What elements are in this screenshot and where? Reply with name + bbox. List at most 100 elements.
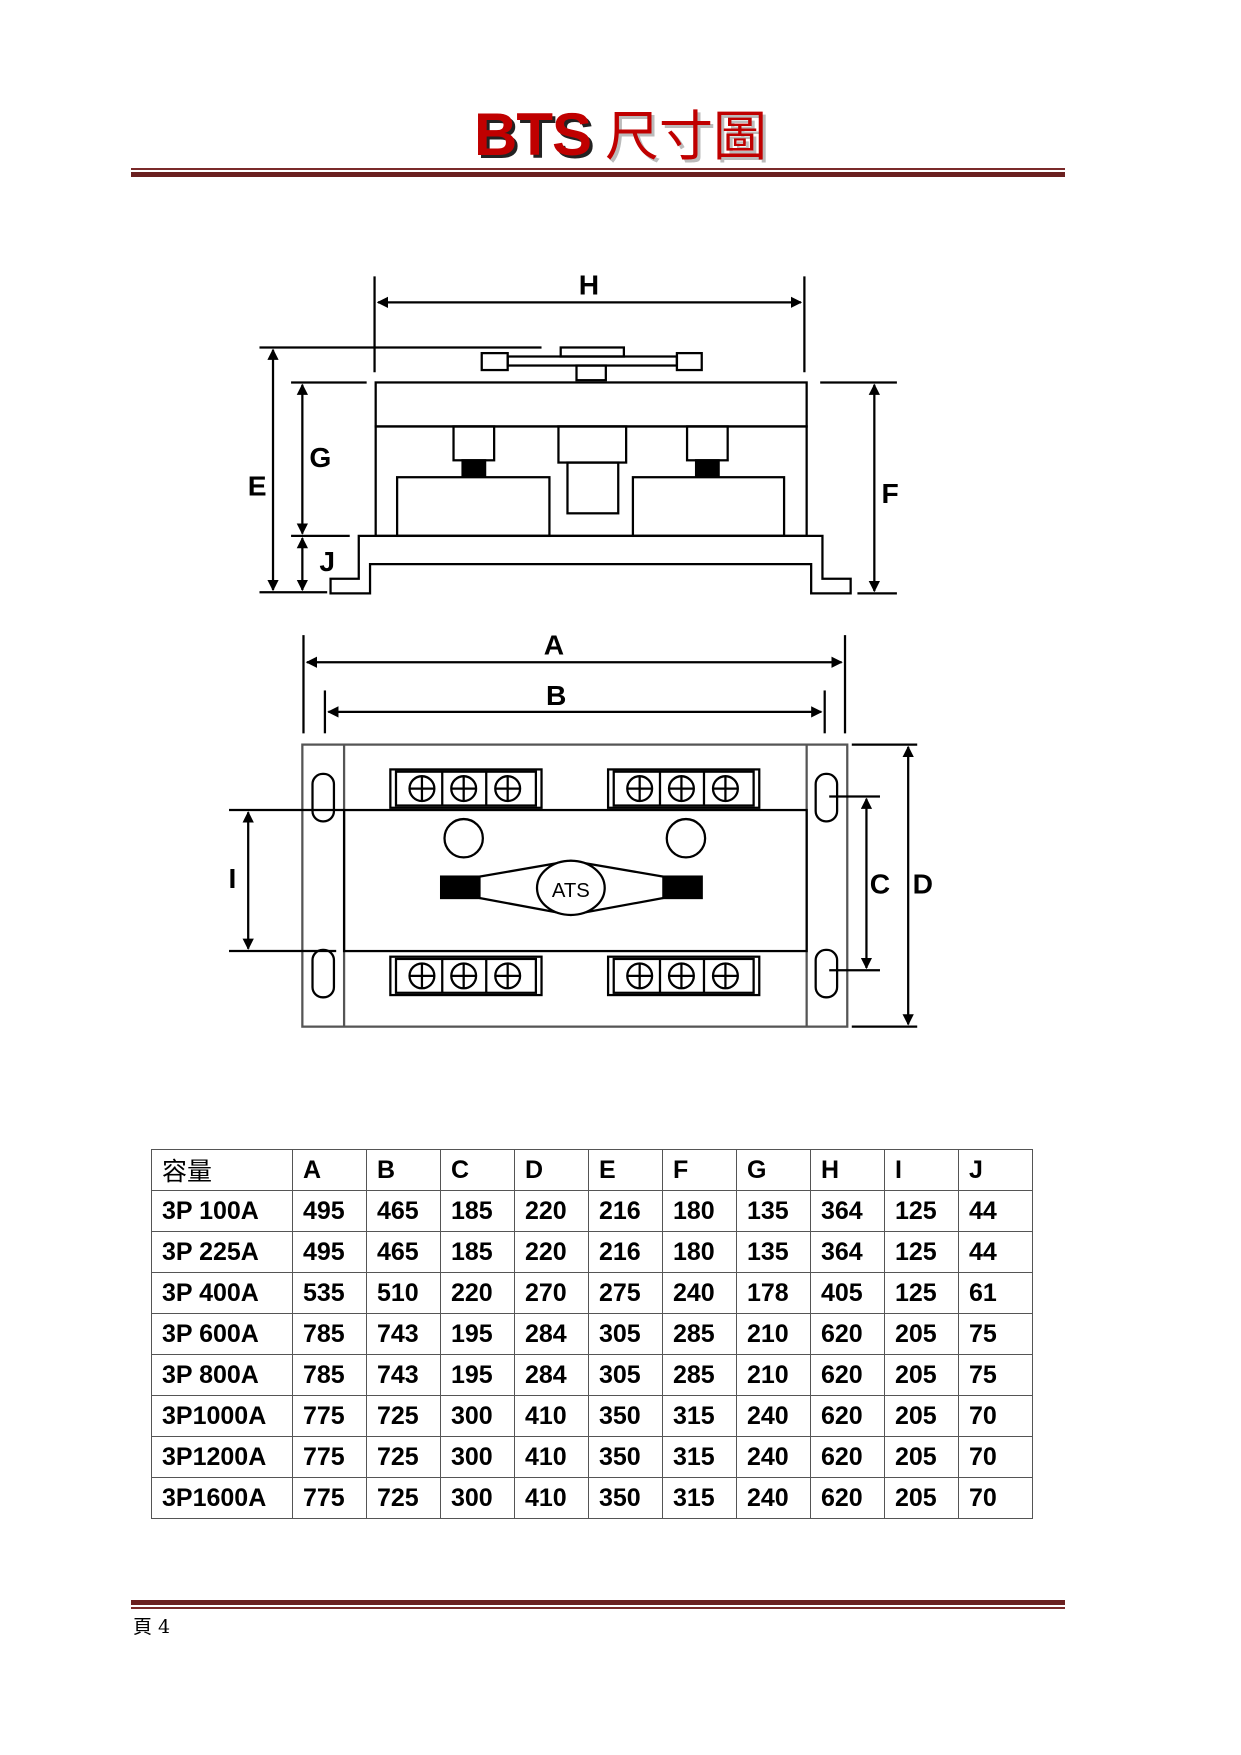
title-en: BTS	[474, 101, 592, 168]
table-cell: 185	[440, 1231, 515, 1273]
table-header-cell: J	[958, 1149, 1033, 1191]
table-cell: 220	[440, 1272, 515, 1314]
table-cell: 3P 225A	[151, 1231, 293, 1273]
table-cell: 305	[588, 1354, 663, 1396]
table-cell: 240	[736, 1395, 811, 1437]
table-cell: 410	[514, 1436, 589, 1478]
table-cell: 210	[736, 1313, 811, 1355]
table-cell: 3P 100A	[151, 1190, 293, 1232]
table-cell: 300	[440, 1395, 515, 1437]
label-b: B	[546, 679, 566, 711]
label-g: G	[309, 441, 331, 473]
table-cell: 44	[958, 1190, 1033, 1232]
ats-label: ATS	[552, 880, 590, 902]
table-cell: 195	[440, 1313, 515, 1355]
table-cell: 300	[440, 1436, 515, 1478]
header-rule	[131, 168, 1065, 177]
table-cell: 285	[662, 1313, 737, 1355]
table-cell: 270	[514, 1272, 589, 1314]
table-cell: 125	[884, 1231, 959, 1273]
table-cell: 3P 800A	[151, 1354, 293, 1396]
table-cell: 70	[958, 1477, 1033, 1519]
table-cell: 350	[588, 1436, 663, 1478]
table-cell: 240	[736, 1477, 811, 1519]
table-cell: 305	[588, 1313, 663, 1355]
label-f: F	[882, 477, 899, 509]
table-cell: 70	[958, 1436, 1033, 1478]
table-cell: 75	[958, 1354, 1033, 1396]
table-header-cell: D	[514, 1149, 589, 1191]
table-cell: 216	[588, 1231, 663, 1273]
table-cell: 300	[440, 1477, 515, 1519]
table-cell: 405	[810, 1272, 885, 1314]
table-cell: 205	[884, 1354, 959, 1396]
table-cell: 495	[292, 1190, 367, 1232]
table-cell: 284	[514, 1354, 589, 1396]
table-cell: 510	[366, 1272, 441, 1314]
table-cell: 725	[366, 1395, 441, 1437]
table-cell: 3P 400A	[151, 1272, 293, 1314]
table-cell: 410	[514, 1477, 589, 1519]
table-cell: 195	[440, 1354, 515, 1396]
table-cell: 240	[736, 1436, 811, 1478]
label-e: E	[248, 469, 267, 501]
table-cell: 205	[884, 1313, 959, 1355]
table-cell: 44	[958, 1231, 1033, 1273]
table-cell: 743	[366, 1354, 441, 1396]
table-cell: 315	[662, 1436, 737, 1478]
table-header-cell: E	[588, 1149, 663, 1191]
table-cell: 535	[292, 1272, 367, 1314]
table-cell: 284	[514, 1313, 589, 1355]
label-j: J	[319, 545, 335, 577]
table-cell: 350	[588, 1395, 663, 1437]
table-cell: 3P1000A	[151, 1395, 293, 1437]
table-cell: 285	[662, 1354, 737, 1396]
label-c: C	[870, 868, 890, 900]
table-header-cell: B	[366, 1149, 441, 1191]
label-d: D	[913, 868, 933, 900]
table-cell: 725	[366, 1436, 441, 1478]
table-cell: 315	[662, 1395, 737, 1437]
table-cell: 205	[884, 1477, 959, 1519]
table-cell: 775	[292, 1395, 367, 1437]
table-cell: 180	[662, 1231, 737, 1273]
table-cell: 620	[810, 1477, 885, 1519]
table-cell: 220	[514, 1190, 589, 1232]
table-cell: 125	[884, 1190, 959, 1232]
table-cell: 350	[588, 1477, 663, 1519]
side-view	[259, 276, 897, 595]
table-cell: 220	[514, 1231, 589, 1273]
label-i: I	[228, 862, 236, 894]
table-cell: 620	[810, 1436, 885, 1478]
table-header-cell: 容量	[151, 1149, 293, 1191]
table-cell: 364	[810, 1190, 885, 1232]
table-cell: 3P1600A	[151, 1477, 293, 1519]
page-number: 頁 4	[133, 1616, 171, 1638]
table-cell: 216	[588, 1190, 663, 1232]
table-header-cell: H	[810, 1149, 885, 1191]
table-cell: 495	[292, 1231, 367, 1273]
table-cell: 135	[736, 1231, 811, 1273]
table-cell: 75	[958, 1313, 1033, 1355]
table-cell: 364	[810, 1231, 885, 1273]
table-cell: 125	[884, 1272, 959, 1314]
table-cell: 210	[736, 1354, 811, 1396]
table-cell: 725	[366, 1477, 441, 1519]
table-cell: 775	[292, 1477, 367, 1519]
table-cell: 180	[662, 1190, 737, 1232]
table-cell: 61	[958, 1272, 1033, 1314]
table-cell: 785	[292, 1313, 367, 1355]
table-cell: 620	[810, 1313, 885, 1355]
